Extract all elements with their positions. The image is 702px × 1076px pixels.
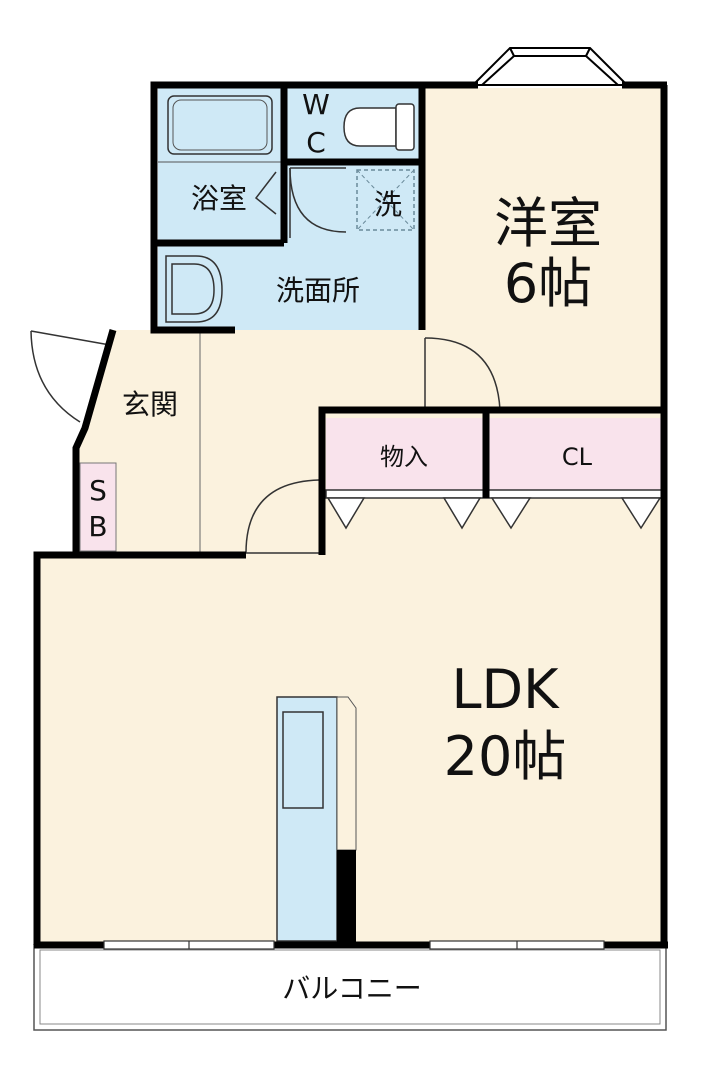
shoe-box-label-s: S bbox=[89, 474, 107, 507]
washroom-label: 洗面所 bbox=[276, 274, 360, 307]
bathtub bbox=[167, 95, 273, 155]
storage-label: 物入 bbox=[380, 443, 428, 471]
toilet bbox=[343, 103, 415, 151]
entrance-label: 玄関 bbox=[122, 388, 178, 421]
storage-floor bbox=[326, 418, 484, 496]
balcony-label: バルコニー bbox=[282, 972, 421, 1005]
bathtub-inner bbox=[172, 99, 268, 151]
ldk-floor bbox=[37, 410, 664, 945]
western-room-door bbox=[424, 337, 501, 411]
western-room-size: 6帖 bbox=[504, 252, 592, 315]
balcony-area bbox=[33, 944, 667, 1031]
washer-label: 洗 bbox=[374, 188, 402, 221]
shoe-box-label-b: B bbox=[88, 510, 107, 543]
wash-basin bbox=[165, 255, 223, 323]
shoe-box-floor bbox=[79, 462, 117, 552]
wc-label-c: C bbox=[306, 126, 326, 159]
entrance-floor bbox=[76, 330, 422, 555]
washer-pan bbox=[356, 169, 415, 231]
bay-window bbox=[470, 47, 630, 86]
ldk-door bbox=[245, 479, 320, 554]
closet-label: CL bbox=[562, 443, 593, 471]
western-room-floor bbox=[422, 88, 665, 410]
bath-door bbox=[254, 171, 277, 215]
ldk-label: LDK bbox=[451, 658, 560, 721]
balcony-inner-edge bbox=[39, 949, 661, 1025]
closet-floor bbox=[488, 418, 664, 496]
wc-label-w: W bbox=[302, 88, 330, 121]
western-room-label: 洋室 bbox=[494, 192, 602, 255]
entry-door bbox=[30, 330, 111, 423]
windows bbox=[103, 940, 605, 950]
kitchen-counter bbox=[276, 696, 357, 945]
bathroom-label: 浴室 bbox=[191, 182, 247, 215]
storage-doors bbox=[325, 489, 665, 530]
ldk-size: 20帖 bbox=[444, 725, 567, 788]
